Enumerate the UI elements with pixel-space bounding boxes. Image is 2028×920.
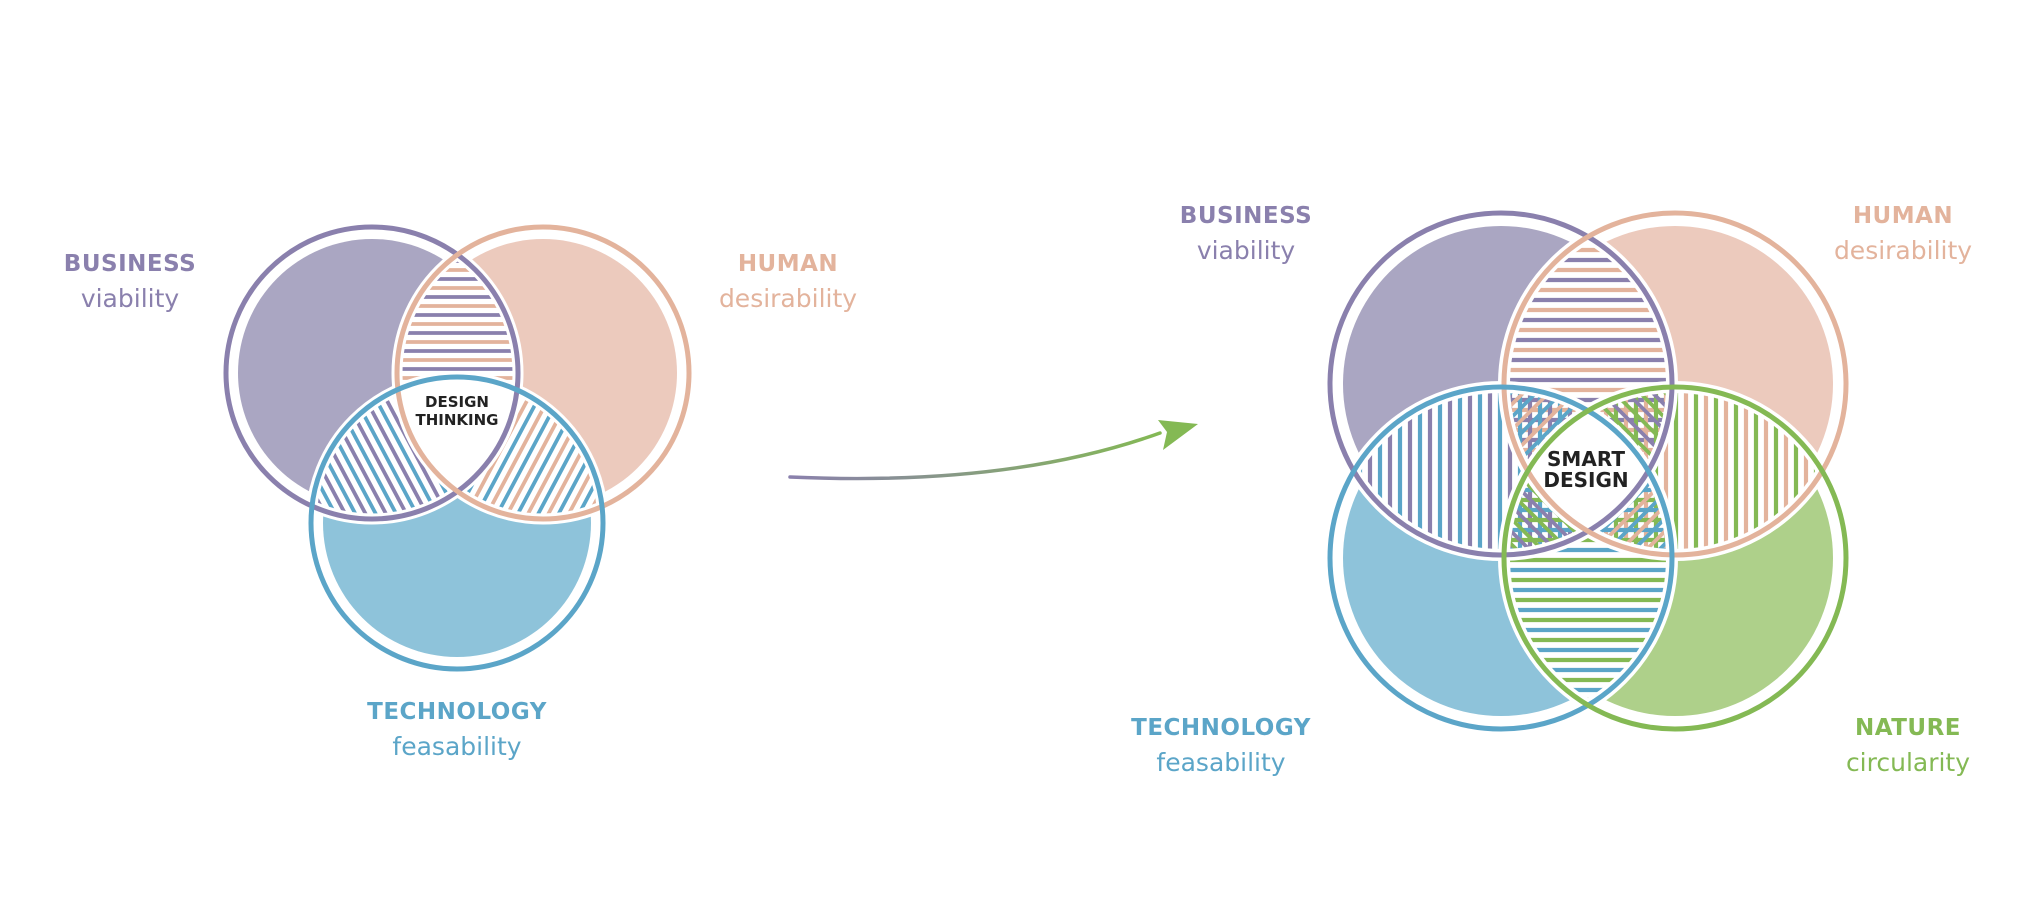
nature-ring xyxy=(1501,384,1849,732)
arrow-head xyxy=(1158,420,1198,450)
right-venn-diagram: SMART DESIGN BUSINESS viability HUMAN de… xyxy=(1131,203,1972,777)
left-business-title: BUSINESS xyxy=(64,251,196,277)
right-center-area xyxy=(1504,387,1672,555)
left-venn-diagram: DESIGN THINKING BUSINESS viability HUMAN… xyxy=(64,221,857,761)
right-circle-rings xyxy=(1324,207,1852,735)
right-business-title: BUSINESS xyxy=(1180,203,1312,229)
right-center-label-line1: SMART xyxy=(1547,447,1625,471)
technology-ring xyxy=(308,374,606,672)
arrow-right-icon xyxy=(788,420,1198,481)
right-human-title: HUMAN xyxy=(1853,203,1953,229)
arrow-shaft xyxy=(788,431,1162,481)
business-ring xyxy=(223,224,521,522)
technology-ring xyxy=(1327,384,1675,732)
human-ring xyxy=(394,224,692,522)
right-business-subtitle: viability xyxy=(1197,236,1296,265)
left-business-subtitle: viability xyxy=(81,284,180,313)
quad-overlap-center xyxy=(1504,387,1672,555)
left-technology-title: TECHNOLOGY xyxy=(367,699,547,725)
right-technology-subtitle: feasability xyxy=(1156,748,1285,777)
left-human-title: HUMAN xyxy=(738,251,838,277)
human-ring xyxy=(1501,210,1849,558)
left-center-label-line2: THINKING xyxy=(416,411,499,429)
right-nature-title: NATURE xyxy=(1855,715,1961,741)
right-nature-subtitle: circularity xyxy=(1846,748,1970,777)
business-ring xyxy=(1327,210,1675,558)
left-circle-rings xyxy=(220,221,695,675)
left-center-label-line1: DESIGN xyxy=(425,393,489,411)
right-center-label-line2: DESIGN xyxy=(1543,468,1628,492)
left-technology-subtitle: feasability xyxy=(392,732,521,761)
left-human-subtitle: desirability xyxy=(719,284,857,313)
right-human-subtitle: desirability xyxy=(1834,236,1972,265)
right-technology-title: TECHNOLOGY xyxy=(1131,715,1311,741)
